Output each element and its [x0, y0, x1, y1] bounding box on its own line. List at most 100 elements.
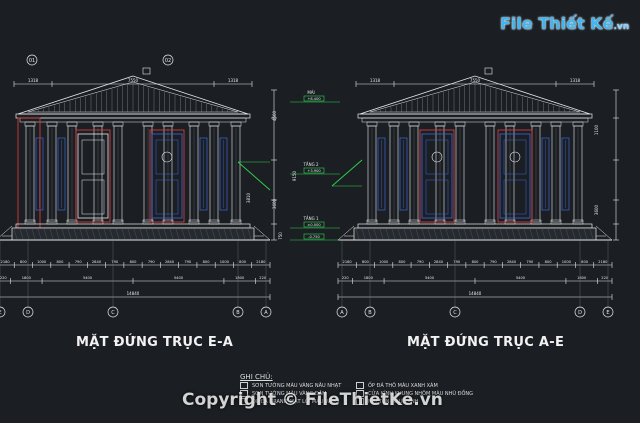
level-value: +3.900: [307, 169, 321, 173]
column-shaft: [47, 125, 57, 223]
window-frame: [219, 137, 228, 211]
note-item: CỬA KÍNH KHUNG NHÔM MÀU NHŨ ĐỒNG: [356, 390, 473, 398]
axis-label: A: [264, 310, 268, 316]
notes-legend: GHI CHÚ: SƠN TƯỜNG MÀU VÀNG NÂU NHẠT SƠN…: [240, 373, 473, 405]
dimension-label: 220: [342, 276, 350, 280]
dimension-label: 1000: [379, 260, 389, 264]
dimension-label: 2180: [256, 260, 266, 264]
door-upper-panel: [81, 139, 105, 175]
foundation-stone: [11, 227, 255, 241]
stone-hatch: [577, 228, 582, 240]
dimension-label: 2180: [598, 260, 608, 264]
stone-hatch: [373, 228, 378, 240]
axis-bubble: [364, 306, 376, 318]
axis-bubble: [232, 306, 244, 318]
window-frame: [57, 137, 66, 211]
stone-hatch: [433, 228, 438, 240]
window-frame: [541, 137, 550, 211]
right-elevation-title: MẶT ĐỨNG TRỤC A-E: [407, 335, 565, 350]
stair-rail: [595, 225, 613, 241]
dimension-label: 1318: [570, 78, 581, 83]
stone-hatch: [535, 228, 540, 240]
column-shaft: [231, 125, 241, 223]
column-shaft: [551, 125, 561, 223]
side-dimension: 9150: [292, 170, 297, 181]
dimension-label: 790: [148, 260, 156, 264]
stone-hatch: [181, 228, 186, 240]
stone-hatch: [217, 228, 222, 240]
door-panel: [151, 133, 183, 219]
stone-hatch: [409, 228, 414, 240]
window-frame: [35, 137, 44, 211]
dimension-label: 2840: [92, 260, 102, 264]
column-capital: [92, 121, 104, 127]
column-capital: [504, 121, 516, 127]
stone-hatch: [61, 228, 66, 240]
stone-hatch: [583, 228, 588, 240]
dimension-label: 1318: [228, 78, 239, 83]
highlight-box: [497, 129, 533, 223]
stone-hatch: [193, 228, 198, 240]
stone-hatch: [397, 228, 402, 240]
door-upper-panel: [503, 139, 527, 175]
level-name: TẦNG 1: [302, 216, 319, 221]
stone-hatch: [25, 228, 30, 240]
cornice: [357, 113, 593, 119]
stair-rail: [0, 225, 13, 237]
column-shaft: [25, 125, 35, 223]
door-lower-panel: [425, 179, 449, 215]
stone-hatch: [199, 228, 204, 240]
stone-hatch: [97, 228, 102, 240]
door-medallion: [509, 151, 521, 163]
note-box-icon: [356, 398, 364, 405]
dimension-label: 790: [75, 260, 83, 264]
dimension-label: 800: [545, 260, 553, 264]
level-name: TẦNG 2: [302, 162, 319, 167]
dimension-label: 1800: [235, 276, 245, 280]
stone-hatch: [367, 228, 372, 240]
side-dimension: 4500: [272, 110, 277, 121]
tag-box: [484, 67, 493, 75]
column-capital: [388, 121, 400, 127]
column-capital: [46, 121, 58, 127]
column-shaft: [389, 125, 399, 223]
level-tag: [303, 167, 325, 174]
entablature: [361, 117, 589, 123]
note-box-icon: [240, 390, 248, 397]
dimension-label: 7550: [128, 78, 139, 83]
stone-hatch: [163, 228, 168, 240]
stone-hatch: [79, 228, 84, 240]
column-shaft: [367, 125, 377, 223]
stone-hatch: [559, 228, 564, 240]
stone-hatch: [481, 228, 486, 240]
stone-hatch: [427, 228, 432, 240]
axis-bubble: [574, 306, 586, 318]
stone-hatch: [475, 228, 480, 240]
door-panel: [499, 133, 531, 219]
dimension-label: 220: [259, 276, 267, 280]
highlight-box: [149, 129, 185, 223]
note-box-icon: [240, 382, 248, 389]
stone-hatch: [103, 228, 108, 240]
door-lower-panel: [155, 179, 179, 215]
stone-hatch: [589, 228, 594, 240]
dimension-label: 800: [239, 260, 247, 264]
level-value: -0.750: [308, 235, 320, 239]
column-shaft: [409, 125, 419, 223]
level-name: MÁI: [307, 90, 314, 95]
door-panel: [77, 133, 109, 219]
axis-bubble: [0, 306, 6, 318]
dimension-label: 800: [130, 260, 138, 264]
dimension-label: 800: [362, 260, 370, 264]
stone-hatch: [235, 228, 240, 240]
column-capital: [550, 121, 562, 127]
window-frame: [377, 137, 386, 211]
stone-hatch: [43, 228, 48, 240]
stone-hatch: [379, 228, 384, 240]
axis-label: D: [578, 310, 582, 316]
stone-hatch: [499, 228, 504, 240]
highlight-box: [75, 129, 111, 223]
